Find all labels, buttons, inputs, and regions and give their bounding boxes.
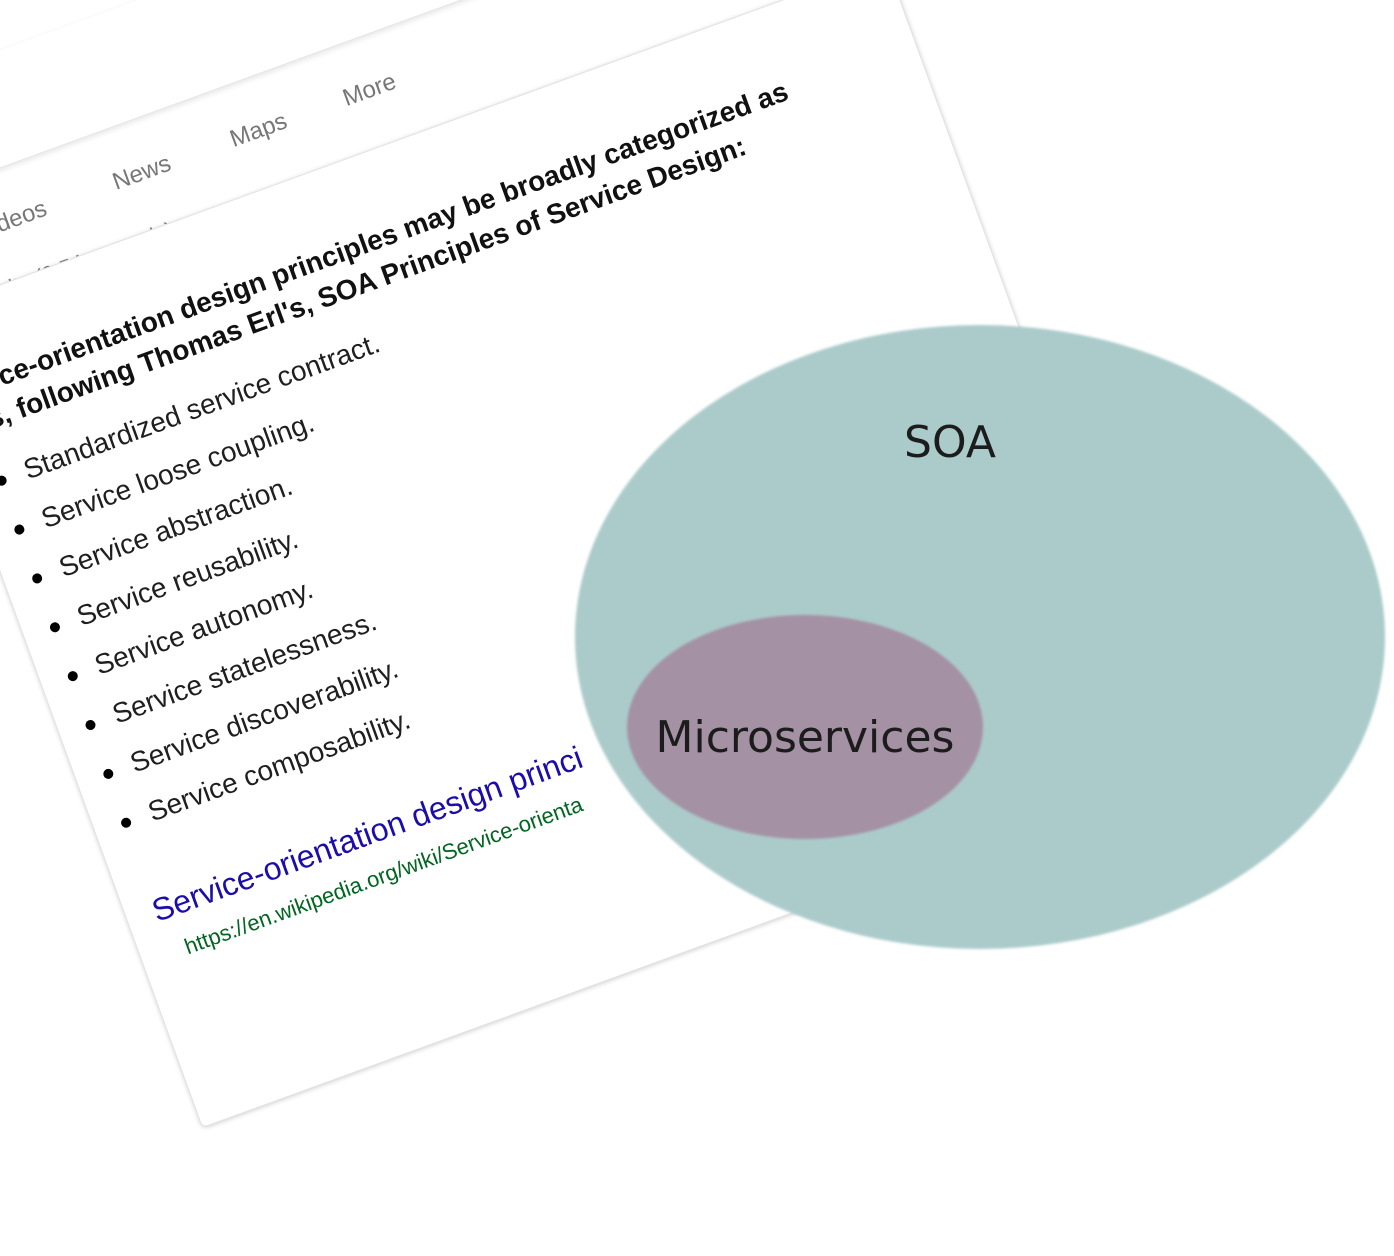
- soa-label: SOA: [904, 417, 996, 468]
- tab-maps[interactable]: Maps: [226, 107, 291, 153]
- tab-news[interactable]: News: [108, 149, 175, 196]
- tab-more[interactable]: More: [339, 67, 400, 112]
- microservices-label: Microservices: [656, 712, 955, 763]
- soa-venn-diagram: SOA Microservices: [575, 325, 1385, 949]
- tab-videos[interactable]: Videos: [0, 194, 51, 246]
- microservices-ellipse: [627, 615, 983, 839]
